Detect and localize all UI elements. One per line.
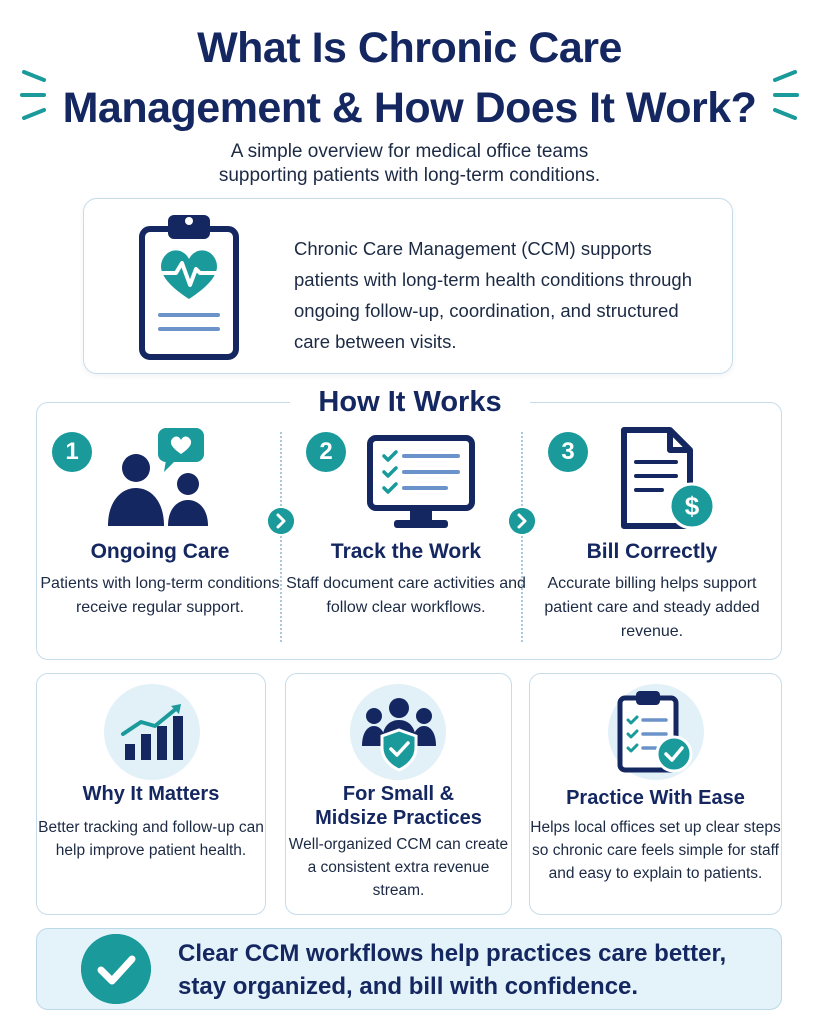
- accent-dashes-left-icon: [20, 70, 46, 120]
- banner-line-2: stay organized, and bill with confidence…: [178, 973, 639, 1000]
- banner-text: Clear CCM workflows help practices care …: [178, 937, 778, 1003]
- team-shield-icon: [362, 698, 436, 772]
- card-description: Better tracking and follow-up can help i…: [38, 819, 264, 859]
- clipboard-check-icon: [617, 691, 693, 773]
- title-line-2: Management & How Does It Work?: [62, 84, 757, 132]
- chevron-right-icon: [509, 508, 535, 534]
- how-it-works-title: How It Works: [290, 384, 530, 420]
- card-title: Why It Matters: [82, 783, 220, 805]
- card-description: Helps local offices set up clear steps s…: [530, 819, 781, 882]
- step-title: Bill Correctly: [586, 540, 718, 563]
- card-title: For Small & Midsize Practices: [286, 782, 511, 830]
- monitor-checklist-icon: [367, 435, 475, 528]
- card-why-it-matters: Why It Matters Better tracking and follo…: [36, 673, 266, 915]
- step-description: Accurate billing helps support patient c…: [544, 575, 760, 640]
- step-description: Patients with long-term conditions recei…: [40, 575, 280, 616]
- step-number-badge: 3: [548, 432, 588, 472]
- step-3: 3 $ Bill Correctly Accurate billing help…: [530, 420, 774, 650]
- growth-chart-icon: [121, 704, 183, 760]
- intro-text: Chronic Care Management (CCM) supports p…: [294, 238, 692, 352]
- step-title: Track the Work: [330, 540, 482, 563]
- step-1: 1 Ongoing Care Patients with long-term c…: [38, 420, 282, 650]
- patients-chat-icon: [108, 428, 208, 526]
- page-subtitle: A simple overview for medical office tea…: [0, 140, 819, 188]
- card-description: Well-organized CCM can create a consiste…: [288, 836, 509, 899]
- chevron-right-icon: [268, 508, 294, 534]
- title-line-1: What Is Chronic Care: [197, 24, 622, 72]
- invoice-dollar-icon: $: [621, 427, 716, 530]
- clipboard-heart-icon: [139, 215, 239, 360]
- summary-banner: Clear CCM workflows help practices care …: [36, 928, 782, 1010]
- step-title: Ongoing Care: [90, 540, 230, 563]
- step-number-badge: 2: [306, 432, 346, 472]
- step-divider-1: [280, 432, 282, 642]
- card-practice-with-ease: Practice With Ease Helps local offices s…: [529, 673, 782, 915]
- icon-backdrop: [104, 684, 200, 780]
- accent-dashes-right-icon: [773, 70, 799, 120]
- card-title: Practice With Ease: [566, 787, 745, 809]
- card-title-line-1: For Small &: [342, 783, 455, 805]
- subtitle-line-1: A simple overview for medical office tea…: [230, 141, 589, 162]
- banner-line-1: Clear CCM workflows help practices care …: [178, 940, 727, 967]
- check-circle-icon: [81, 934, 151, 1004]
- step-divider-2: [521, 432, 523, 642]
- intro-card: Chronic Care Management (CCM) supports p…: [83, 198, 733, 374]
- svg-text:$: $: [685, 491, 700, 521]
- step-number-badge: 1: [52, 432, 92, 472]
- subtitle-line-2: supporting patients with long-term condi…: [218, 165, 601, 186]
- card-title-line-2: Midsize Practices: [315, 807, 482, 829]
- step-2: 2 Track the Work Staff document care act…: [284, 420, 528, 650]
- card-small-midsize-practices: For Small & Midsize Practices Well-organ…: [285, 673, 512, 915]
- step-description: Staff document care activities and follo…: [286, 575, 526, 616]
- page-title: What Is Chronic Care Management & How Do…: [0, 18, 819, 138]
